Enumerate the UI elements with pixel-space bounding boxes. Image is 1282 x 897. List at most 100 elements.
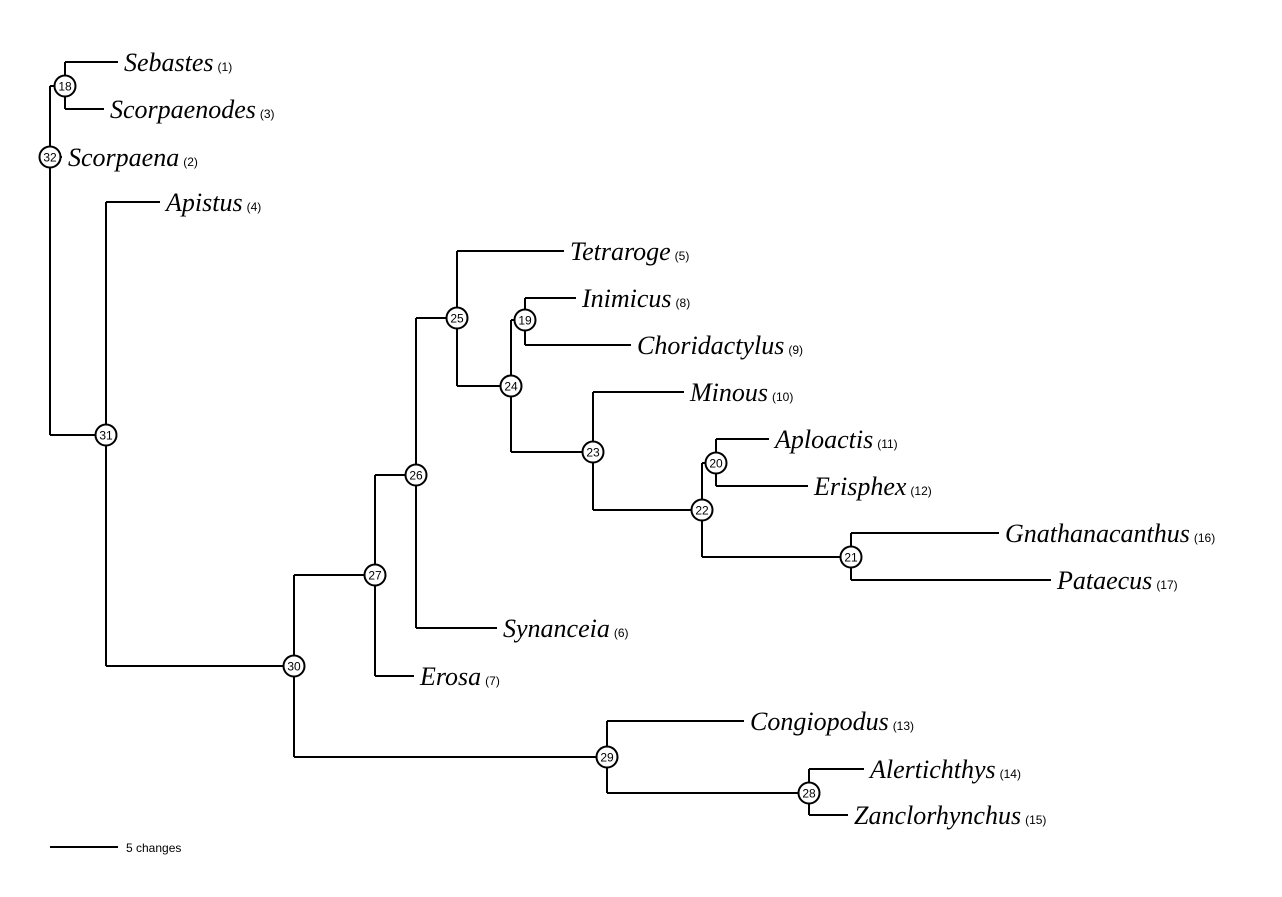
node-label: 24: [504, 380, 518, 394]
node-21: 21: [839, 545, 863, 569]
node-label: 21: [844, 551, 858, 565]
taxon-choridactylus: Choridactylus (9): [637, 331, 803, 360]
node-circle: [38, 145, 62, 169]
taxon-number: (15): [1025, 813, 1046, 827]
node-25: 25: [445, 306, 469, 330]
taxon-name: Minous: [689, 378, 768, 407]
scale-bar: 5 changes: [50, 841, 181, 855]
taxon-erosa: Erosa (7): [419, 662, 500, 691]
node-31: 31: [94, 423, 118, 447]
taxon-name: Apistus: [164, 188, 243, 217]
taxon-number: (7): [485, 674, 500, 688]
taxon-number: (5): [675, 249, 690, 263]
taxon-minous: Minous (10): [689, 378, 793, 407]
taxon-synanceia: Synanceia (6): [503, 614, 629, 643]
node-28: 28: [797, 781, 821, 805]
taxon-number: (3): [260, 107, 275, 121]
taxon-number: (12): [910, 484, 931, 498]
taxon-number: (16): [1194, 531, 1215, 545]
taxon-number: (6): [614, 626, 629, 640]
node-29: 29: [595, 745, 619, 769]
tree-branches: [49, 61, 1051, 816]
taxon-name: Pataecus: [1056, 566, 1152, 595]
node-circle: [363, 563, 387, 587]
node-label: 23: [586, 446, 600, 460]
taxon-number: (13): [893, 719, 914, 733]
taxon-number: (9): [788, 343, 803, 357]
node-18: 18: [53, 74, 77, 98]
taxon-inimicus: Inimicus (8): [581, 284, 690, 313]
taxon-number: (11): [877, 437, 897, 451]
node-circle: [513, 308, 537, 332]
taxon-name: Erisphex: [813, 472, 907, 501]
node-circle: [282, 654, 306, 678]
node-label: 25: [450, 312, 464, 326]
node-label: 31: [99, 429, 113, 443]
taxon-number: (4): [247, 200, 262, 214]
node-markers: 18 19 20 21 22 23 24 25 26 27 28 29 30 31 32: [38, 74, 863, 805]
taxon-name: Alertichthys: [868, 755, 996, 784]
node-circle: [797, 781, 821, 805]
node-circle: [595, 745, 619, 769]
node-label: 18: [58, 80, 72, 94]
node-label: 30: [287, 660, 301, 674]
node-label: 22: [695, 504, 709, 518]
node-23: 23: [581, 440, 605, 464]
taxon-name: Erosa: [419, 662, 481, 691]
taxon-erisphex: Erisphex(12): [813, 472, 932, 501]
taxon-number: (14): [1000, 767, 1021, 781]
scale-bar-label: 5 changes: [126, 841, 181, 855]
node-circle: [53, 74, 77, 98]
taxon-zanclorhynchus: Zanclorhynchus (15): [854, 801, 1046, 830]
node-label: 20: [709, 457, 723, 471]
node-label: 28: [802, 787, 816, 801]
node-circle: [404, 463, 428, 487]
taxon-scorpaena: Scorpaena (2): [68, 143, 198, 172]
node-label: 26: [409, 469, 423, 483]
node-circle: [690, 498, 714, 522]
node-label: 19: [518, 314, 532, 328]
taxon-aploactis: Aploactis (11): [773, 425, 898, 454]
taxon-pataecus: Pataecus (17): [1056, 566, 1178, 595]
taxon-alertichthys: Alertichthys (14): [868, 755, 1021, 784]
taxon-congiopodus: Congiopodus (13): [750, 707, 914, 736]
taxon-name: Zanclorhynchus: [854, 801, 1021, 830]
taxon-name: Synanceia: [503, 614, 610, 643]
node-circle: [704, 451, 728, 475]
taxon-sebastes: Sebastes(1): [124, 48, 232, 77]
node-32: 32: [38, 145, 62, 169]
node-label: 32: [43, 151, 57, 165]
taxon-name: Inimicus: [581, 284, 672, 313]
taxon-number: (2): [183, 155, 198, 169]
node-circle: [499, 374, 523, 398]
node-circle: [839, 545, 863, 569]
node-label: 27: [368, 569, 382, 583]
taxon-name: Congiopodus: [750, 707, 889, 736]
node-circle: [581, 440, 605, 464]
taxon-gnathanacanthus: Gnathanacanthus (16): [1005, 519, 1215, 548]
node-20: 20: [704, 451, 728, 475]
taxon-apistus: Apistus (4): [164, 188, 261, 217]
node-circle: [94, 423, 118, 447]
taxon-scorpaenodes: Scorpaenodes (3): [110, 95, 275, 124]
node-19: 19: [513, 308, 537, 332]
taxon-name: Aploactis: [773, 425, 873, 454]
taxon-number: (8): [676, 296, 691, 310]
node-30: 30: [282, 654, 306, 678]
taxon-number: (17): [1156, 578, 1177, 592]
taxon-name: Scorpaenodes: [110, 95, 256, 124]
taxon-name: Tetraroge: [570, 237, 671, 266]
node-27: 27: [363, 563, 387, 587]
node-circle: [445, 306, 469, 330]
taxon-name: Sebastes: [124, 48, 214, 77]
node-22: 22: [690, 498, 714, 522]
taxon-name: Choridactylus: [637, 331, 784, 360]
taxon-name: Gnathanacanthus: [1005, 519, 1190, 548]
node-24: 24: [499, 374, 523, 398]
taxon-labels: Sebastes(1) Scorpaenodes (3) Scorpaena (2) Ap…: [68, 48, 1215, 830]
taxon-name: Scorpaena: [68, 143, 179, 172]
node-label: 29: [600, 751, 614, 765]
node-26: 26: [404, 463, 428, 487]
taxon-number: (10): [772, 390, 793, 404]
